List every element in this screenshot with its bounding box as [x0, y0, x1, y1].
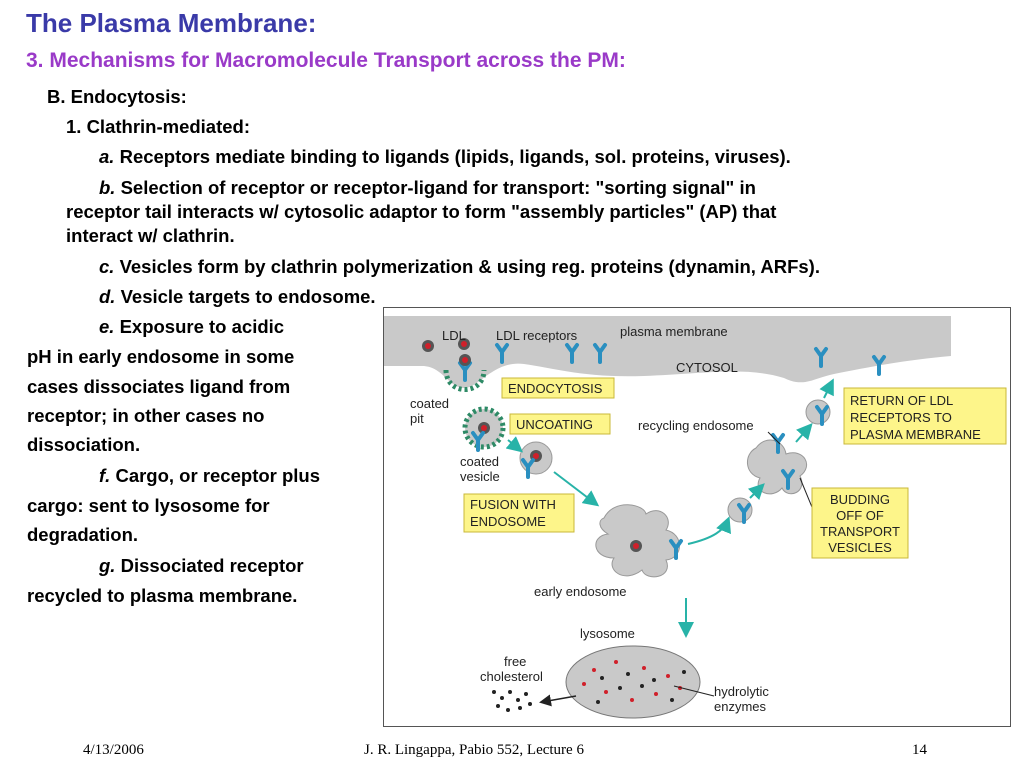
item-letter: e.: [99, 316, 115, 337]
box-line: VESICLES: [828, 540, 892, 555]
flow-arrow: [747, 483, 765, 501]
free-cholesterol-dots: [492, 690, 532, 712]
item-text: Selection of receptor or receptor-ligand…: [120, 177, 756, 198]
flow-arrow: [505, 436, 524, 453]
recycling-endosome-label: recycling endosome: [638, 418, 754, 433]
box-line: ENDOSOME: [470, 514, 546, 529]
list-item-e: e. Exposure to acidic: [99, 316, 284, 338]
list-item-a: a. Receptors mediate binding to ligands …: [99, 146, 791, 168]
footer-course: J. R. Lingappa, Pabio 552, Lecture 6: [364, 742, 584, 758]
lysosome-shape: [565, 645, 701, 719]
coated-pit-shape: [443, 369, 487, 392]
ldl-particle-icon: [630, 540, 642, 552]
free-cholesterol-label: free: [504, 654, 526, 669]
slide-title: The Plasma Membrane:: [26, 8, 317, 38]
flow-arrow: [795, 422, 813, 443]
cholesterol-dots: [596, 670, 686, 704]
box-line: ENDOCYTOSIS: [508, 381, 603, 396]
subsection-heading: 1. Clathrin-mediated:: [66, 116, 250, 137]
slide-subtitle: 3. Mechanisms for Macromolecule Transpor…: [26, 49, 626, 72]
item-f-continuation: cargo: sent to lysosome for: [27, 495, 270, 516]
item-b-continuation: interact w/ clathrin.: [66, 225, 235, 246]
return-box: RETURN OF LDL RECEPTORS TO PLASMA MEMBRA…: [843, 387, 1007, 445]
item-text: Receptors mediate binding to ligands (li…: [119, 146, 791, 167]
transport-vesicle-shape: [805, 399, 831, 425]
list-item-g: g. Dissociated receptor: [99, 555, 304, 577]
ldl-label: LDL: [442, 328, 466, 343]
list-item-b: b. Selection of receptor or receptor-lig…: [99, 177, 756, 199]
item-g-continuation: recycled to plasma membrane.: [27, 585, 298, 606]
box-line: PLASMA MEMBRANE: [850, 427, 981, 442]
coated-pit-label: coated: [410, 396, 449, 411]
lysosome-label: lysosome: [580, 626, 635, 641]
item-e-continuation: receptor; in other cases no: [27, 405, 265, 426]
item-letter: b.: [99, 177, 116, 198]
box-line: TRANSPORT: [820, 524, 900, 539]
list-item-d: d. Vesicle targets to endosome.: [99, 286, 376, 308]
recycling-endosome-shape: [747, 439, 807, 495]
ldl-particle-icon: [459, 354, 471, 366]
fusion-box: FUSION WITH ENDOSOME: [463, 493, 575, 533]
item-e-continuation: dissociation.: [27, 434, 141, 455]
item-b-continuation: receptor tail interacts w/ cytosolic ada…: [66, 201, 777, 222]
flow-arrow: [553, 471, 600, 507]
item-text: Dissociated receptor: [120, 555, 304, 576]
leader-line: [767, 431, 781, 445]
box-line: UNCOATING: [516, 417, 593, 432]
plasma-membrane-label: plasma membrane: [620, 324, 728, 339]
item-e-continuation: pH in early endosome in some: [27, 346, 295, 367]
item-letter: a.: [99, 146, 115, 167]
item-e-continuation: cases dissociates ligand from: [27, 376, 291, 397]
ldl-particle-icon: [422, 340, 434, 352]
uncoating-box: UNCOATING: [509, 413, 611, 435]
item-letter: c.: [99, 256, 115, 277]
leader-line: [673, 685, 715, 697]
endocytosis-box: ENDOCYTOSIS: [501, 377, 615, 399]
hydrolytic-enzymes-label: hydrolytic: [714, 684, 769, 699]
box-line: BUDDING: [830, 492, 890, 507]
box-line: OFF OF: [836, 508, 884, 523]
free-cholesterol-label: cholesterol: [480, 669, 543, 684]
hydrolytic-enzymes-label: enzymes: [714, 699, 767, 714]
item-text: Cargo, or receptor plus: [115, 465, 321, 486]
box-line: RECEPTORS TO: [850, 410, 952, 425]
coated-pit-label: pit: [410, 411, 424, 426]
coated-vesicle-label: vesicle: [460, 469, 500, 484]
section-heading: B. Endocytosis:: [47, 86, 187, 107]
plasma-membrane: [384, 316, 951, 388]
item-letter: d.: [99, 286, 116, 307]
item-text: Exposure to acidic: [119, 316, 285, 337]
transport-vesicle-shape: [727, 497, 753, 523]
item-letter: g.: [99, 555, 116, 576]
item-text: Vesicle targets to endosome.: [120, 286, 376, 307]
leader-arrow: [539, 694, 577, 707]
box-line: RETURN OF LDL: [850, 393, 953, 408]
flow-arrow: [687, 516, 731, 545]
item-f-continuation: degradation.: [27, 524, 139, 545]
item-text: Vesicles form by clathrin polymerization…: [119, 256, 820, 277]
early-endosome-label: early endosome: [534, 584, 627, 599]
flow-arrow: [819, 378, 834, 399]
cytosol-label: CYTOSOL: [676, 360, 738, 375]
item-letter: f.: [99, 465, 111, 486]
list-item-c: c. Vesicles form by clathrin polymerizat…: [99, 256, 820, 278]
budding-box: BUDDING OFF OF TRANSPORT VESICLES: [811, 487, 909, 559]
footer-date: 4/13/2006: [83, 742, 144, 758]
footer-page-number: 14: [912, 742, 927, 758]
list-item-f: f. Cargo, or receptor plus: [99, 465, 320, 487]
endocytosis-figure: ENDOCYTOSIS UNCOATING FUSION WITH ENDOSO…: [383, 307, 1011, 727]
coated-vesicle-label: coated: [460, 454, 499, 469]
ldl-receptors-label: LDL receptors: [496, 328, 578, 343]
box-line: FUSION WITH: [470, 497, 556, 512]
